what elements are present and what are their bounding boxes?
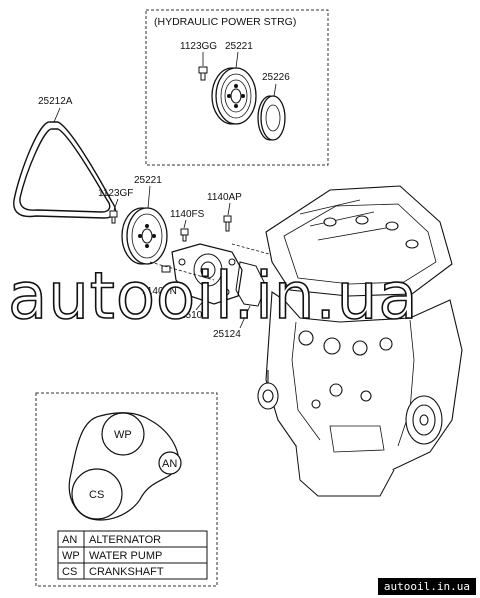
label-pump: 25100 <box>180 310 208 321</box>
watermark-text: autooil.in.ua <box>8 260 419 334</box>
label-bolt-right: 1140AP <box>207 192 242 203</box>
bolt-right-icon <box>223 202 232 232</box>
water-pump-body-icon <box>161 243 243 311</box>
label-belt: 25212A <box>38 96 73 107</box>
belt-circle-an: AN <box>162 458 177 470</box>
belt-routing-inset: WP CS AN AN ALTERNATOR WP WATER PUMP CS … <box>35 392 218 587</box>
legend-abbr: CS <box>62 566 77 578</box>
legend-abbr: WP <box>62 550 80 562</box>
legend-table: AN ALTERNATOR WP WATER PUMP CS CRANKSHAF… <box>57 530 208 580</box>
bolt-top-icon <box>198 52 208 81</box>
label-pulley-top: 25221 <box>225 41 253 52</box>
power-steering-inset: (HYDRAULIC POWER STRG) 1123GG 25221 2522… <box>145 9 329 166</box>
legend-desc: CRANKSHAFT <box>89 566 164 578</box>
water-pump-pulley-icon <box>121 185 168 265</box>
engine-block-icon <box>257 185 463 497</box>
bolt-mid-icon <box>180 219 189 242</box>
legend-abbr: AN <box>62 534 77 546</box>
belt-circle-wp: WP <box>114 429 132 441</box>
label-bolt-mid: 1140FS <box>170 209 205 220</box>
label-bolt-left: 1123GF <box>98 188 133 199</box>
routing-border <box>35 392 218 587</box>
bolt-left-icon <box>109 198 119 224</box>
inset-title: (HYDRAULIC POWER STRG) <box>154 16 296 28</box>
legend-desc: WATER PUMP <box>89 550 162 562</box>
label-gasket: 25124 <box>213 329 241 340</box>
footer-url[interactable]: autooil.in.ua <box>377 578 476 595</box>
pulley-small-icon <box>257 83 286 141</box>
drive-belt-icon: 25212A <box>13 96 116 219</box>
label-bolt-lower: 1140FN <box>142 286 177 297</box>
legend-desc: ALTERNATOR <box>89 534 161 546</box>
gasket-icon <box>235 261 267 329</box>
belt-circle-cs: CS <box>89 489 104 501</box>
label-bolt-top: 1123GG <box>180 41 217 52</box>
label-pulley-small: 25226 <box>262 72 290 83</box>
pulley-top-icon <box>211 51 257 125</box>
inset-border <box>145 9 329 166</box>
label-pulley-main: 25221 <box>134 175 162 186</box>
